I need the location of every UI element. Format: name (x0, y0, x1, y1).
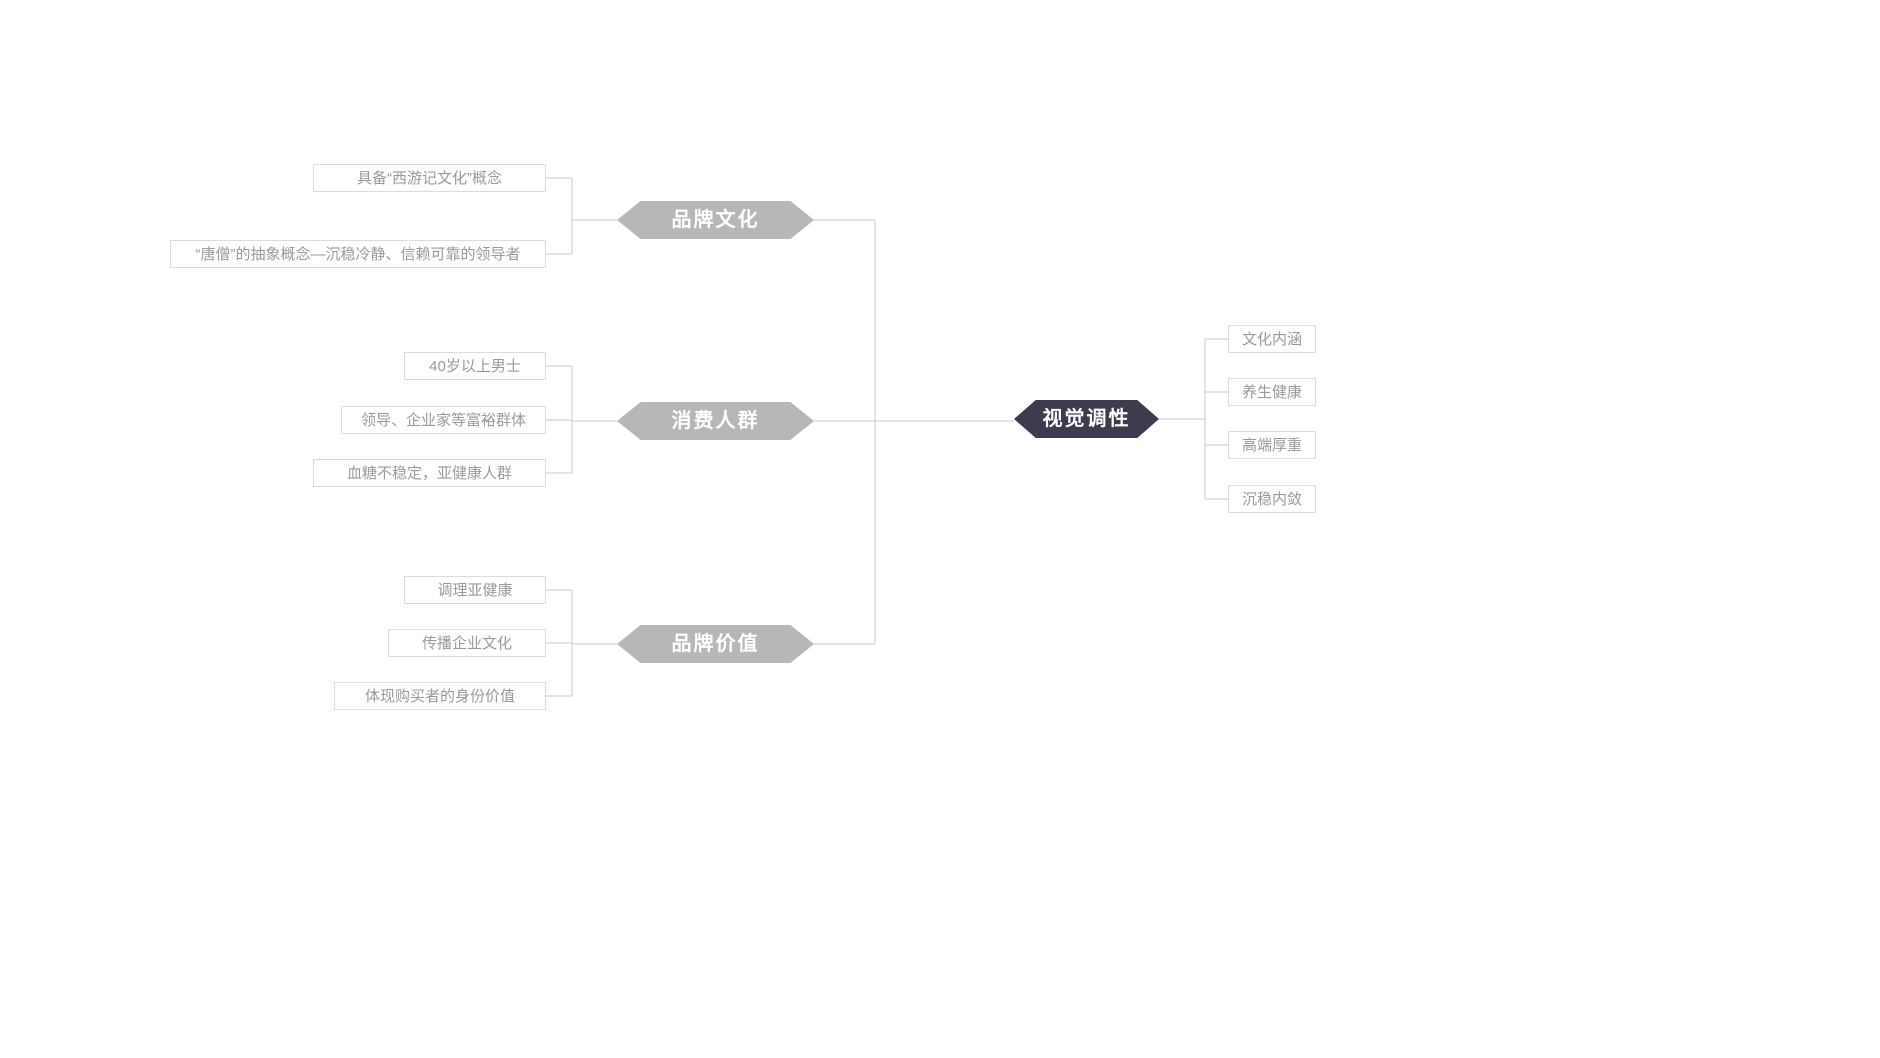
leaf-node-consumers-2: 领导、企业家等富裕群体 (341, 406, 546, 434)
leaf-node-consumers-3: 血糖不稳定，亚健康人群 (313, 459, 546, 487)
leaf-node-tonality-4: 沉稳内敛 (1228, 485, 1316, 513)
leaf-node-tonality-2: 养生健康 (1228, 378, 1316, 406)
leaf-node-consumers-1: 40岁以上男士 (404, 352, 546, 380)
leaf-node-tonality-3: 高端厚重 (1228, 431, 1316, 459)
root-node-visual-tonality: 视觉调性 (1014, 400, 1159, 438)
leaf-node-brand-value-1: 调理亚健康 (404, 576, 546, 604)
leaf-node-tonality-1: 文化内涵 (1228, 325, 1316, 353)
branch-node-brand-culture: 品牌文化 (617, 201, 814, 239)
branch-node-brand-value: 品牌价值 (617, 625, 814, 663)
leaf-node-brand-culture-2: “唐僧”的抽象概念—沉稳冷静、信赖可靠的领导者 (170, 240, 546, 268)
leaf-node-brand-value-3: 体现购买者的身份价值 (334, 682, 546, 710)
leaf-node-brand-culture-1: 具备“西游记文化”概念 (313, 164, 546, 192)
branch-node-consumers: 消费人群 (617, 402, 814, 440)
leaf-node-brand-value-2: 传播企业文化 (388, 629, 546, 657)
